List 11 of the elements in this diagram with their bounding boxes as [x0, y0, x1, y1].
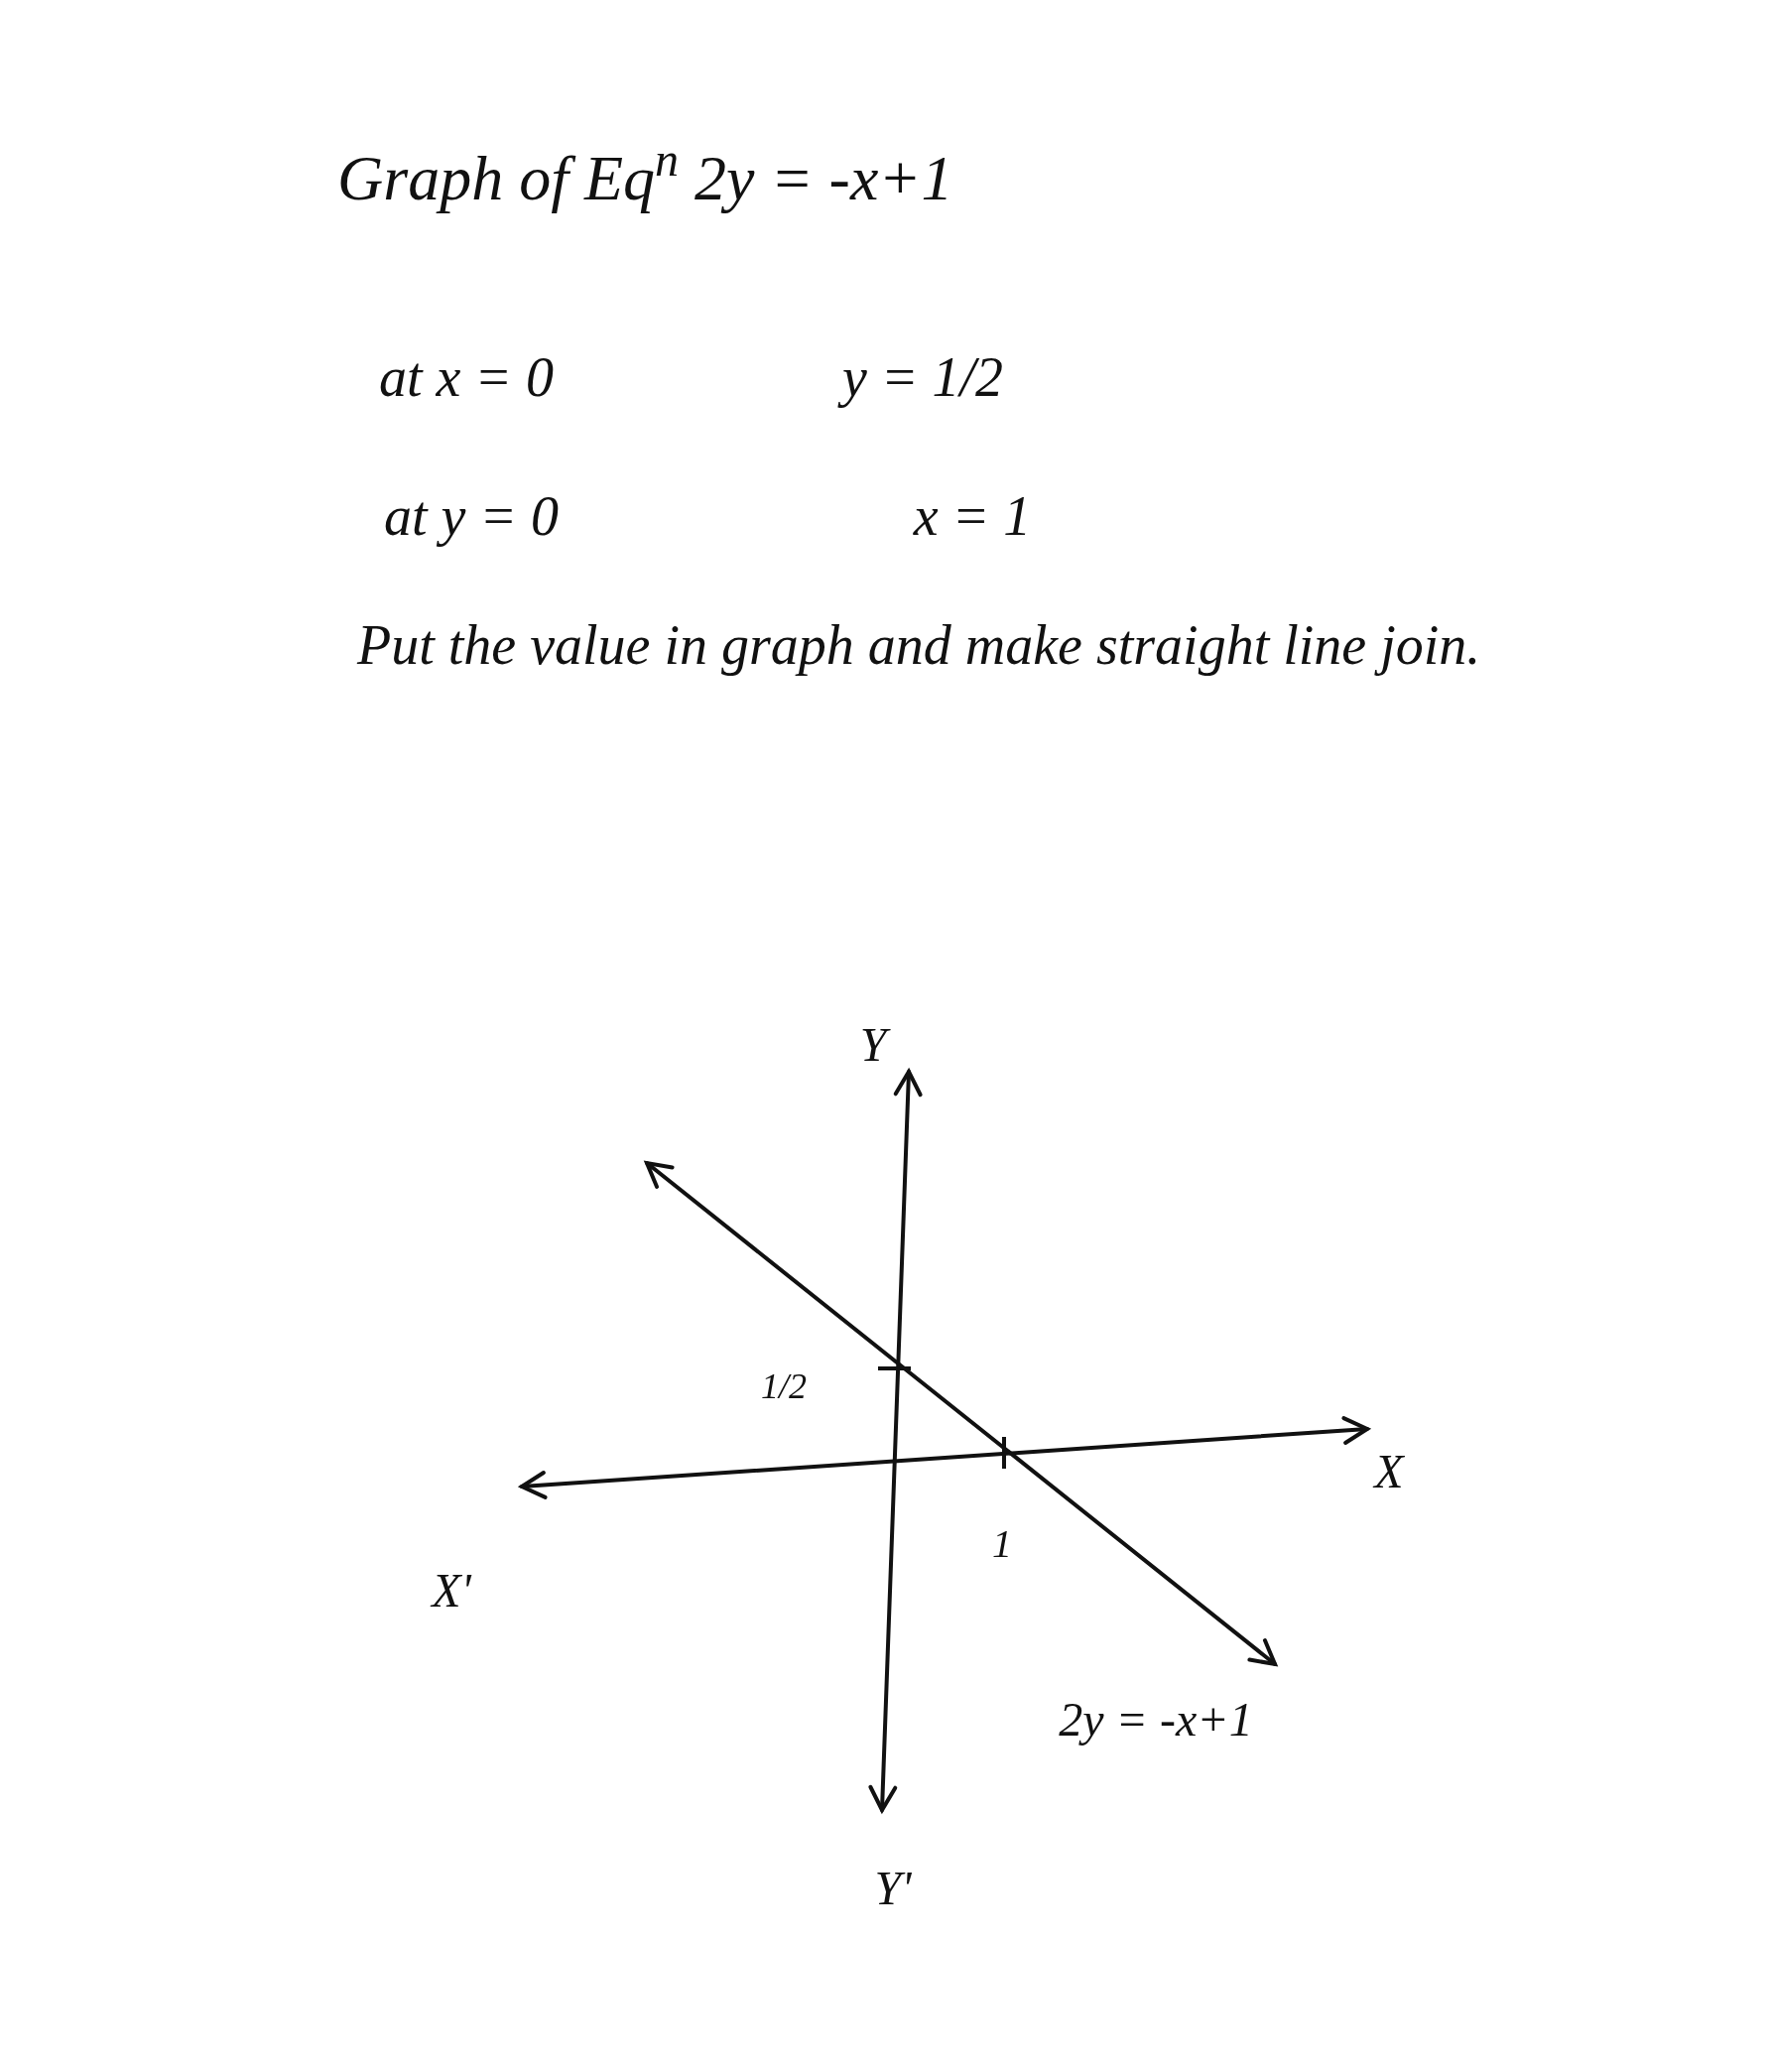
at-x-value-text: x = 1	[913, 484, 1032, 549]
tick-label: 1/2	[761, 1365, 807, 1408]
tick-label: 1	[992, 1520, 1012, 1568]
axis-label: X	[1374, 1444, 1404, 1499]
at-x-text: at x = 0	[378, 345, 555, 410]
at-y-text: at y = 0	[383, 484, 560, 549]
axis-label: X'	[432, 1563, 471, 1619]
axis-label: Y'	[874, 1861, 912, 1916]
instruction-text: Put the value in graph and make straight line join.	[357, 613, 1482, 678]
title: Graph of Eq$^{n}$ 2y = -x+1	[337, 139, 953, 215]
line-label: 2y = -x+1	[1059, 1692, 1253, 1748]
